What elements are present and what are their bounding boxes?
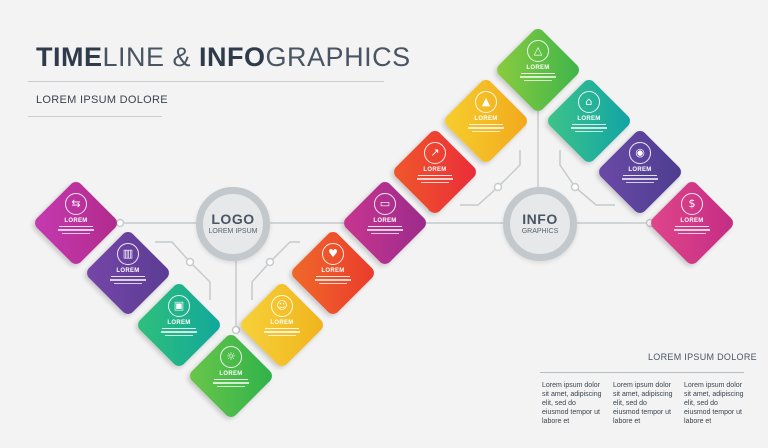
timeline-tile-content: △ LOREM [503,40,573,81]
info-hub-title: INFO [522,211,558,227]
timeline-tile-text-placeholder [674,229,710,234]
graduation-cap-icon: ▲ [475,91,497,113]
heart-icon: ♥ [322,243,344,265]
title-line: LINE & [102,42,200,72]
timeline-tile-content: $ LOREM [657,193,727,234]
footer-column-3: Lorem ipsum dolor sit amet, adipiscing e… [684,382,744,425]
timeline-tile-content: ▥ LOREM [93,243,163,284]
timeline-tile-divider [418,175,452,176]
bar-chart-icon: ▥ [117,243,139,265]
timeline-tile-content: ◉ LOREM [605,142,675,183]
timeline-tile-text-placeholder [161,331,197,336]
timeline-tile-label: LOREM [116,268,140,274]
triangle-icon: △ [527,40,549,62]
lightbulb-icon: ☼ [220,346,242,368]
timeline-tile-divider [316,276,350,277]
timeline-tile-text-placeholder [315,279,351,284]
timeline-tile-text-placeholder [520,76,556,81]
timeline-tile-label: LOREM [526,65,550,71]
arrows-icon: ⇆ [65,193,87,215]
footer-divider [540,372,744,373]
timeline-tile-content: ↗ LOREM [400,142,470,183]
page-title: TIMELINE & INFOGRAPHICS [36,42,411,73]
info-hub: INFO GRAPHICS [503,187,577,261]
timeline-tile-text-placeholder [622,178,658,183]
timeline-tile-text-placeholder [367,229,403,234]
timeline-tile-text-placeholder [417,178,453,183]
timeline-tile-label: LOREM [373,218,397,224]
timeline-tile-label: LOREM [577,116,601,122]
timeline-tile-divider [214,379,248,380]
timeline-tile-content: ☺ LOREM [247,295,317,336]
signal-icon: ◉ [629,142,651,164]
dollar-icon: $ [681,193,703,215]
timeline-tile-label: LOREM [219,371,243,377]
timeline-tile-content: ▲ LOREM [451,91,521,132]
timeline-tile-divider [572,124,606,125]
timeline-tile-label: LOREM [167,320,191,326]
timeline-tile-label: LOREM [474,116,498,122]
timeline-tile-label: LOREM [628,167,652,173]
people-icon: ☺ [271,295,293,317]
timeline-tile-content: ♥ LOREM [298,243,368,284]
logo-hub: LOGO LOREM IPSUM [196,187,270,261]
timeline-tile-divider [59,226,93,227]
footer-column-1: Lorem ipsum dolor sit amet, adipiscing e… [542,382,602,425]
timeline-tile-divider [162,328,196,329]
timeline-tile-content: ▣ LOREM [144,295,214,336]
timeline-tile-content: ☼ LOREM [196,346,266,387]
timeline-tile-divider [265,328,299,329]
timeline-tile-divider [469,124,503,125]
timeline-tile-text-placeholder [264,331,300,336]
footer-column-2: Lorem ipsum dolor sit amet, adipiscing e… [613,382,673,425]
timeline-tile-label: LOREM [680,218,704,224]
timeline-tile-divider [623,175,657,176]
title-time: TIME [36,42,103,72]
timeline-tile-divider [111,276,145,277]
briefcase-icon: ▣ [168,295,190,317]
timeline-tile-text-placeholder [468,127,504,132]
timeline-tile-label: LOREM [270,320,294,326]
timeline-tile-content: ▭ LOREM [350,193,420,234]
timeline-tile-text-placeholder [213,382,249,387]
logo-hub-subtitle: LOREM IPSUM [208,228,258,235]
timeline-tile-label: LOREM [423,167,447,173]
timeline-tile-text-placeholder [58,229,94,234]
chat-icon: ▭ [374,193,396,215]
subtitle: LOREM IPSUM DOLORE [36,94,168,106]
title-divider [28,81,384,82]
timeline-tile-content: ⇆ LOREM [41,193,111,234]
title-info: INFO [199,42,266,72]
timeline-tile-text-placeholder [110,279,146,284]
timeline-tile-text-placeholder [571,127,607,132]
info-hub-subtitle: GRAPHICS [521,228,559,235]
timeline-tile-content: ⌂ LOREM [554,91,624,132]
house-icon: ⌂ [578,91,600,113]
trend-icon: ↗ [424,142,446,164]
timeline-tile-label: LOREM [321,268,345,274]
timeline-tile-label: LOREM [64,218,88,224]
logo-hub-title: LOGO [211,211,255,227]
subtitle-divider [28,116,162,117]
timeline-tile-divider [368,226,402,227]
footer-title: LOREM IPSUM DOLORE [648,352,757,362]
timeline-tile-divider [521,73,555,74]
title-graphics: GRAPHICS [265,42,411,72]
timeline-tile-divider [675,226,709,227]
